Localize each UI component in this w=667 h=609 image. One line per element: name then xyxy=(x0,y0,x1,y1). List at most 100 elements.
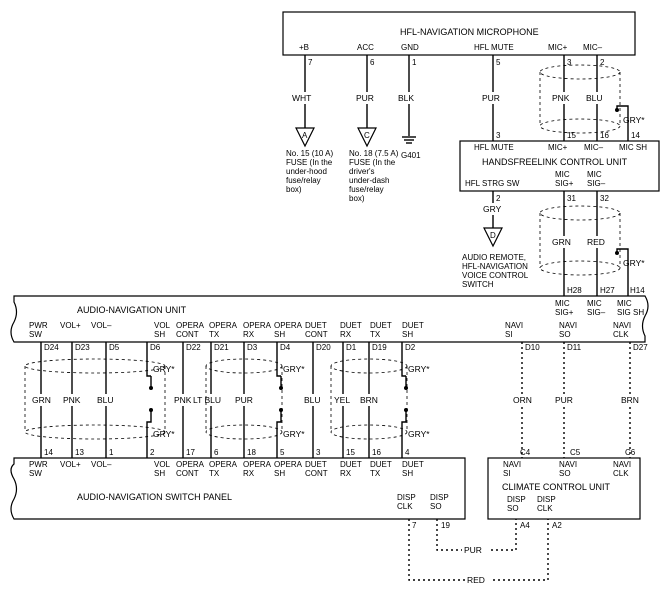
nav-pin-number: D10 xyxy=(525,343,540,352)
ground-label: G401 xyxy=(401,151,421,160)
fuse-c-line: fuse/relay xyxy=(349,185,384,194)
fuse-a-line: box) xyxy=(286,185,302,194)
mic-pin-label: MIC– xyxy=(583,43,603,52)
audio-remote-line: HFL-NAVIGATION xyxy=(462,262,528,271)
disp-pin-number: 7 xyxy=(412,521,417,530)
wire-color-label: BLU xyxy=(304,395,321,405)
panel-pin-number: 15 xyxy=(346,448,355,457)
panel-pin-label: PWR xyxy=(29,460,48,469)
climate-label: NAVI xyxy=(559,460,577,469)
nav-pin-number: D1 xyxy=(346,343,357,352)
disp-label: CLK xyxy=(397,502,413,511)
nav-pin-label: DUET xyxy=(370,321,392,330)
wire-color-label: RED xyxy=(467,575,485,585)
hfl-sig-label: MIC xyxy=(555,170,570,179)
disp-wires: 7 19 A4 A2 PUR RED xyxy=(408,519,562,586)
mic-pin-label: +B xyxy=(299,43,309,52)
wire-color-label: YEL xyxy=(334,395,350,405)
hfl-pin-label: MIC+ xyxy=(548,143,568,152)
nav-pin-number: H28 xyxy=(567,286,582,295)
nav-pin-number: D5 xyxy=(109,343,120,352)
fuse-c: C No. 18 (7.5 A) FUSE (In the driver's u… xyxy=(349,127,399,203)
hfl-pin-number: 15 xyxy=(567,131,576,140)
fuse-a-letter: A xyxy=(302,131,308,140)
climate-disp-label: CLK xyxy=(537,504,553,513)
panel-pin-label: SH xyxy=(402,469,413,478)
hfl-sig-label: MIC xyxy=(587,170,602,179)
wire-label-bg xyxy=(172,394,194,406)
nav-sig-label: SIG+ xyxy=(555,308,574,317)
wire-color-label: PUR xyxy=(482,93,500,103)
panel-pin-label: CONT xyxy=(305,469,328,478)
nav-unit-title: AUDIO-NAVIGATION UNIT xyxy=(77,305,187,315)
panel-pin-number: 1 xyxy=(109,448,114,457)
climate-label: CLK xyxy=(613,469,629,478)
hfl-pin-number: 3 xyxy=(496,131,501,140)
panel-pin-number: 6 xyxy=(214,448,219,457)
wire-color-label: BLK xyxy=(398,93,414,103)
wire-color-label: BLU xyxy=(97,395,114,405)
panel-pin-label: OPERA xyxy=(243,460,272,469)
panel-pin-number: 4 xyxy=(405,448,410,457)
hfl-sig-label: SIG+ xyxy=(555,179,574,188)
hfl-pin-number: 14 xyxy=(631,131,640,140)
wire-color-label: PUR xyxy=(235,395,253,405)
panel-pin-label: VOL– xyxy=(91,460,112,469)
nav-pin-number: D6 xyxy=(150,343,161,352)
audio-remote-line: VOICE CONTROL xyxy=(462,271,529,280)
fuse-c-line: FUSE (In the xyxy=(349,158,396,167)
nav-pin-label: NAVI xyxy=(505,321,523,330)
nav-pin-number: D19 xyxy=(372,343,387,352)
fuse-a-line: under-hood xyxy=(286,167,327,176)
nav-pin-label: DUET xyxy=(305,321,327,330)
fuse-a-line: FUSE (In the xyxy=(286,158,333,167)
fuse-a: A No. 15 (10 A) FUSE (In the under-hood … xyxy=(286,127,333,194)
climate-disp-pin: A2 xyxy=(552,521,562,530)
hfl-pin-label: MIC– xyxy=(584,143,604,152)
hfl-pin-number: 32 xyxy=(600,194,609,203)
climate-pin-number: C5 xyxy=(570,448,581,457)
mic-pin-number: 1 xyxy=(412,58,417,67)
wire-label-bg xyxy=(233,394,255,406)
audio-navigation-unit: AUDIO-NAVIGATION UNIT H28 H27 H14 MIC SI… xyxy=(10,286,649,343)
nav-pin-label: SO xyxy=(559,330,571,339)
nav-pin-label: TX xyxy=(209,330,220,339)
disp-label: DISP xyxy=(397,493,416,502)
gry-shield-label: GRY* xyxy=(283,364,305,374)
nav-pin-number: D27 xyxy=(633,343,648,352)
shield-drains: GRY* GRY* GRY* GRY* GRY* GRY* xyxy=(146,342,430,458)
climate-control-unit: NAVI SI NAVI SO NAVI CLK CLIMATE CONTROL… xyxy=(487,448,641,520)
nav-pin-number: D24 xyxy=(44,343,59,352)
nav-pin-number: D11 xyxy=(567,343,582,352)
wire-color-label: GRY xyxy=(483,204,502,214)
panel-pin-label: CONT xyxy=(176,469,199,478)
wire-color-label: PUR xyxy=(555,395,573,405)
hfl-wires: 2 31 32 GRY GRN RED GRY* xyxy=(481,191,645,296)
nav-pin-label: CLK xyxy=(613,330,629,339)
wire-label-bg xyxy=(95,394,117,406)
nav-pin-label: SW xyxy=(29,330,42,339)
disp-pin-number: 19 xyxy=(441,521,450,530)
panel-pin-number: 13 xyxy=(75,448,84,457)
panel-pin-label: VOL xyxy=(154,460,171,469)
mic-pin-number: 5 xyxy=(496,58,501,67)
wire-label-bg xyxy=(619,394,641,406)
fuse-c-letter: C xyxy=(364,131,370,140)
nav-pin-number: D21 xyxy=(214,343,229,352)
fuse-c-line: driver's xyxy=(349,167,375,176)
wire-color-label: PUR xyxy=(356,93,374,103)
nav-sig-label: MIC xyxy=(617,299,632,308)
nav-pin-number: D20 xyxy=(316,343,331,352)
climate-label: SI xyxy=(503,469,511,478)
panel-pin-label: RX xyxy=(340,469,352,478)
hfl-pin-label: MIC SH xyxy=(619,143,647,152)
nav-pin-label: SH xyxy=(274,330,285,339)
nav-pin-label: OPERA xyxy=(274,321,303,330)
gry-shield-label: GRY* xyxy=(153,429,175,439)
switch-panel-title: AUDIO-NAVIGATION SWITCH PANEL xyxy=(77,492,232,502)
nav-pin-label: OPERA xyxy=(243,321,272,330)
gry-shield-label: GRY* xyxy=(408,429,430,439)
wire-color-label: WHT xyxy=(292,93,311,103)
